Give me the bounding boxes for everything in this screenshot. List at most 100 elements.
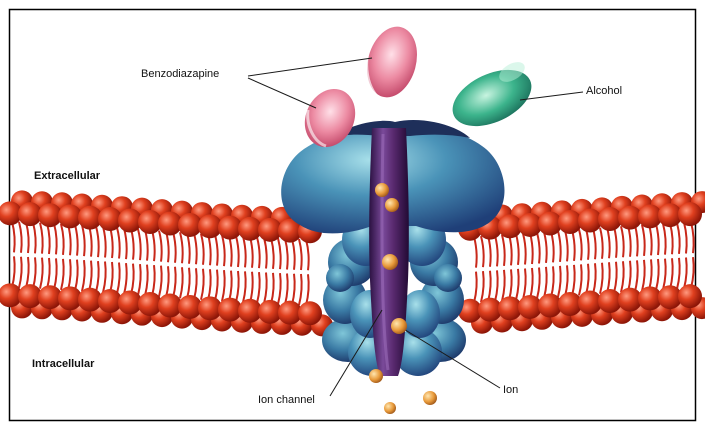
lipid-tail (481, 236, 484, 267)
lipid-tail (194, 233, 197, 264)
lipid-tail (68, 259, 71, 290)
lipid-tail (537, 232, 540, 263)
lipid-tail (47, 258, 50, 289)
label-extracellular: Extracellular (34, 170, 100, 182)
lipid-tail (180, 267, 183, 298)
lipid-tail (670, 258, 673, 289)
lipid-tail (285, 273, 288, 304)
ion-particle (384, 402, 396, 414)
lipid-tail (152, 265, 155, 296)
lipid-tail (271, 273, 274, 304)
lipid-tail (530, 268, 533, 299)
lipid-tail (229, 271, 232, 302)
lipid-tail (75, 225, 78, 256)
lipid-tail (236, 271, 239, 302)
lipid-tail (677, 258, 680, 289)
lipid-tail (159, 231, 162, 262)
lipid-tail (75, 260, 78, 291)
lipid-tail (89, 261, 92, 292)
lipid-tail (26, 222, 29, 253)
lipid-tail (159, 266, 162, 297)
lipid-tail (173, 232, 176, 263)
lipid-tail (537, 267, 540, 298)
lipid-tail (292, 239, 295, 270)
label-alcohol: Alcohol (586, 85, 622, 97)
lipid-tail (117, 263, 120, 294)
lipid-tail (103, 262, 106, 293)
lipid-tail (530, 233, 533, 264)
lipid-tail (33, 222, 36, 253)
lipid-tail (572, 265, 575, 296)
lipid-tail (152, 230, 155, 261)
lipid-tail (299, 239, 302, 270)
lipid-tail (628, 261, 631, 292)
lipid-tail (572, 230, 575, 261)
lipid-tail (278, 238, 281, 269)
lipid-tail (663, 259, 666, 290)
lipid-tail (565, 230, 568, 261)
lipid-tail (635, 225, 638, 256)
lipid-tail (551, 231, 554, 262)
benzodiazapine-molecule-upper (360, 21, 425, 103)
lipid-tail (40, 258, 43, 289)
lipid-tail (12, 256, 15, 287)
lipid-tail (166, 266, 169, 297)
lipid-tail (670, 223, 673, 254)
ion-particle (391, 318, 407, 334)
lipid-tail (551, 266, 554, 297)
lipid-tail (19, 257, 22, 288)
ion-particle (385, 198, 399, 212)
lipid-tail (68, 224, 71, 255)
lipid-tail (264, 238, 267, 269)
lipid-tail (523, 233, 526, 264)
lipid-tail (222, 235, 225, 266)
lipid-tail (614, 227, 617, 258)
lipid-tail (586, 264, 589, 295)
lipid-tail (628, 226, 631, 257)
lipid-tail (243, 236, 246, 267)
lipid-tail (236, 236, 239, 267)
lipid-tail (488, 271, 491, 302)
lipid-tail (516, 234, 519, 265)
lipid-tail (222, 270, 225, 301)
lipid-tail (110, 262, 113, 293)
ion-particle (423, 391, 437, 405)
lipid-tail (12, 221, 15, 252)
lipid-head (298, 301, 322, 325)
lipid-tail (215, 235, 218, 266)
lipid-tail (593, 228, 596, 259)
ion-particle (375, 183, 389, 197)
lipid-tail (565, 265, 568, 296)
label-intracellular: Intracellular (32, 358, 94, 370)
lipid-tail (649, 259, 652, 290)
lipid-tail (502, 270, 505, 301)
lipid-tail (110, 227, 113, 258)
lipid-tail (250, 237, 253, 268)
lipid-tail (488, 236, 491, 267)
lipid-tail (124, 263, 127, 294)
lipid-tail (523, 268, 526, 299)
lipid-tail (593, 263, 596, 294)
label-ion-channel: Ion channel (258, 394, 315, 406)
lipid-head (678, 284, 702, 308)
label-ion: Ion (503, 384, 518, 396)
lipid-tail (642, 225, 645, 256)
lipid-tail (194, 268, 197, 299)
lipid-tail (656, 259, 659, 290)
lipid-tail (579, 229, 582, 260)
lipid-tail (145, 230, 148, 261)
lipid-head (678, 202, 702, 226)
lipid-tail (306, 274, 309, 305)
lipid-tail (208, 269, 211, 300)
lipid-tail (586, 229, 589, 260)
lipid-tail (96, 226, 99, 257)
lipid-tail (691, 222, 694, 253)
lipid-tail (621, 261, 624, 292)
leader-benzo-upper (248, 58, 372, 76)
alcohol-molecule (444, 58, 540, 137)
lipid-tail (285, 238, 288, 269)
lipid-tail (26, 257, 29, 288)
lipid-tail (663, 224, 666, 255)
lipid-tail (173, 267, 176, 298)
